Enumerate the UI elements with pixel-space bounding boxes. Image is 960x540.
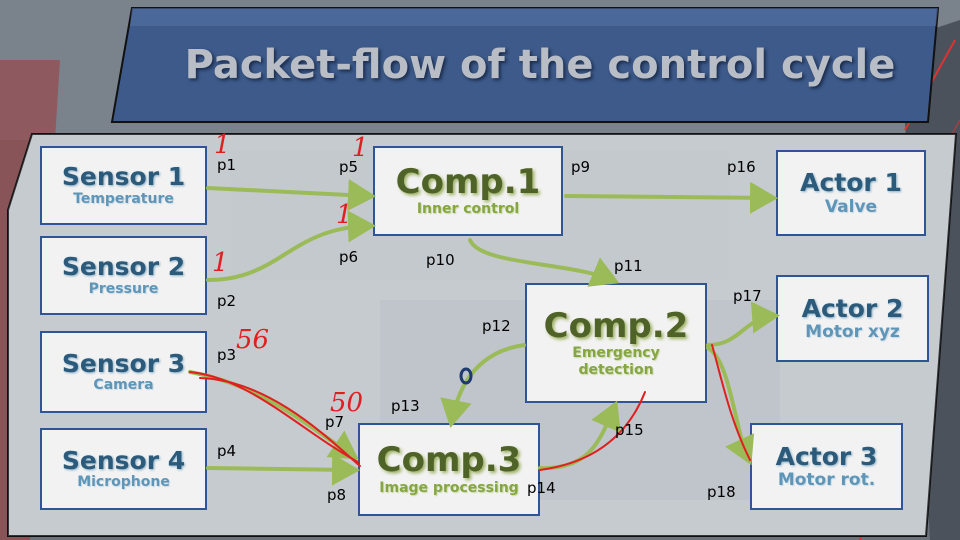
- packet-label-p6: p6: [339, 248, 359, 266]
- sensor-3-title: Sensor 3: [61, 348, 186, 378]
- slide-title: Packet-flow of the control cycle: [184, 42, 896, 88]
- annotation-mark-p1: 1: [214, 130, 231, 160]
- comp-1-subtitle: Inner control: [416, 201, 520, 218]
- sensor-1-node[interactable]: Sensor 1 Temperature: [40, 146, 207, 225]
- packet-label-p2: p2: [217, 292, 237, 310]
- annotation-mark-p6: 1: [336, 200, 353, 230]
- packet-label-p7: p7: [325, 413, 345, 431]
- sensor-1-title: Sensor 1: [61, 162, 186, 192]
- packet-label-p3: p3: [217, 346, 237, 364]
- actor-3-title: Actor 3: [775, 441, 878, 471]
- packet-label-p16: p16: [727, 158, 756, 176]
- actor-2-subtitle: Motor xyz: [805, 322, 900, 343]
- comp-3-node[interactable]: Comp.3 Image processing: [358, 423, 540, 516]
- packet-label-p10: p10: [426, 251, 455, 269]
- packet-label-p14: p14: [527, 479, 556, 497]
- sensor-1-subtitle: Temperature: [73, 190, 174, 207]
- sensor-3-subtitle: Camera: [93, 377, 154, 394]
- comp-3-subtitle: Image processing: [379, 479, 519, 496]
- title-banner: Packet-flow of the control cycle: [110, 6, 940, 124]
- sensor-2-subtitle: Pressure: [88, 280, 159, 297]
- actor-1-title: Actor 1: [800, 168, 902, 198]
- sensor-2-title: Sensor 2: [61, 252, 186, 282]
- packet-label-p1: p1: [217, 156, 237, 174]
- annotation-mark-p7: 50: [330, 388, 364, 418]
- packet-label-p18: p18: [707, 483, 736, 501]
- actor-1-subtitle: Valve: [824, 196, 878, 217]
- title-banner-shape: [110, 7, 940, 123]
- comp-1-node[interactable]: Comp.1 Inner control: [373, 146, 563, 236]
- packet-label-p17: p17: [733, 287, 762, 305]
- packet-label-p13: p13: [391, 397, 420, 415]
- annotation-mark-p5: 1: [352, 133, 369, 163]
- packet-label-p4: p4: [217, 442, 237, 460]
- packet-label-p8: p8: [327, 486, 347, 504]
- packet-label-p15: p15: [615, 421, 644, 439]
- actor-3-node[interactable]: Actor 3 Motor rot.: [750, 423, 903, 510]
- actor-2-title: Actor 2: [801, 293, 904, 323]
- annotation-mark-p2: 1: [212, 248, 229, 278]
- comp-2-subtitle: Emergency detection: [572, 344, 660, 378]
- packet-label-p5: p5: [339, 158, 359, 176]
- sensor-2-node[interactable]: Sensor 2 Pressure: [40, 236, 207, 315]
- actor-1-node[interactable]: Actor 1 Valve: [776, 150, 926, 236]
- sensor-4-node[interactable]: Sensor 4 Microphone: [40, 428, 207, 510]
- sensor-4-subtitle: Microphone: [77, 474, 170, 491]
- sensor-3-node[interactable]: Sensor 3 Camera: [40, 331, 207, 413]
- comp-3-title: Comp.3: [376, 440, 522, 481]
- actor-3-subtitle: Motor rot.: [777, 470, 876, 491]
- packet-label-p9: p9: [571, 158, 591, 176]
- comp-2-title: Comp.2: [543, 305, 689, 346]
- annotation-mark-p3: 56: [236, 325, 270, 355]
- comp-2-node[interactable]: Comp.2 Emergency detection: [525, 283, 707, 403]
- actor-2-node[interactable]: Actor 2 Motor xyz: [776, 275, 929, 362]
- packet-label-p12: p12: [482, 317, 511, 335]
- comp-1-title: Comp.1: [395, 161, 541, 202]
- sensor-4-title: Sensor 4: [61, 445, 186, 475]
- packet-label-p11: p11: [614, 257, 643, 275]
